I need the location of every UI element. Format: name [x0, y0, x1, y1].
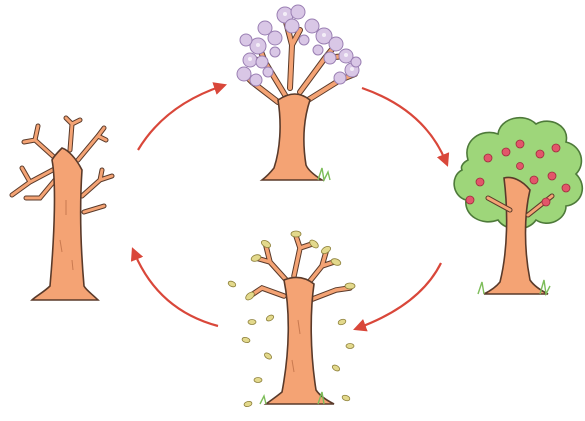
winter-tree	[12, 118, 112, 300]
autumn-tree	[227, 231, 355, 407]
summer-tree	[454, 118, 582, 294]
arrow-summer-to-autumn	[358, 263, 441, 328]
spring-tree	[237, 5, 361, 180]
arrow-winter-to-spring	[138, 86, 222, 150]
winter-trunk	[32, 148, 98, 300]
spring-blossoms	[237, 5, 361, 86]
spring-trunk	[262, 94, 322, 180]
arrow-autumn-to-winter	[134, 252, 218, 326]
arrow-spring-to-summer	[362, 88, 446, 162]
